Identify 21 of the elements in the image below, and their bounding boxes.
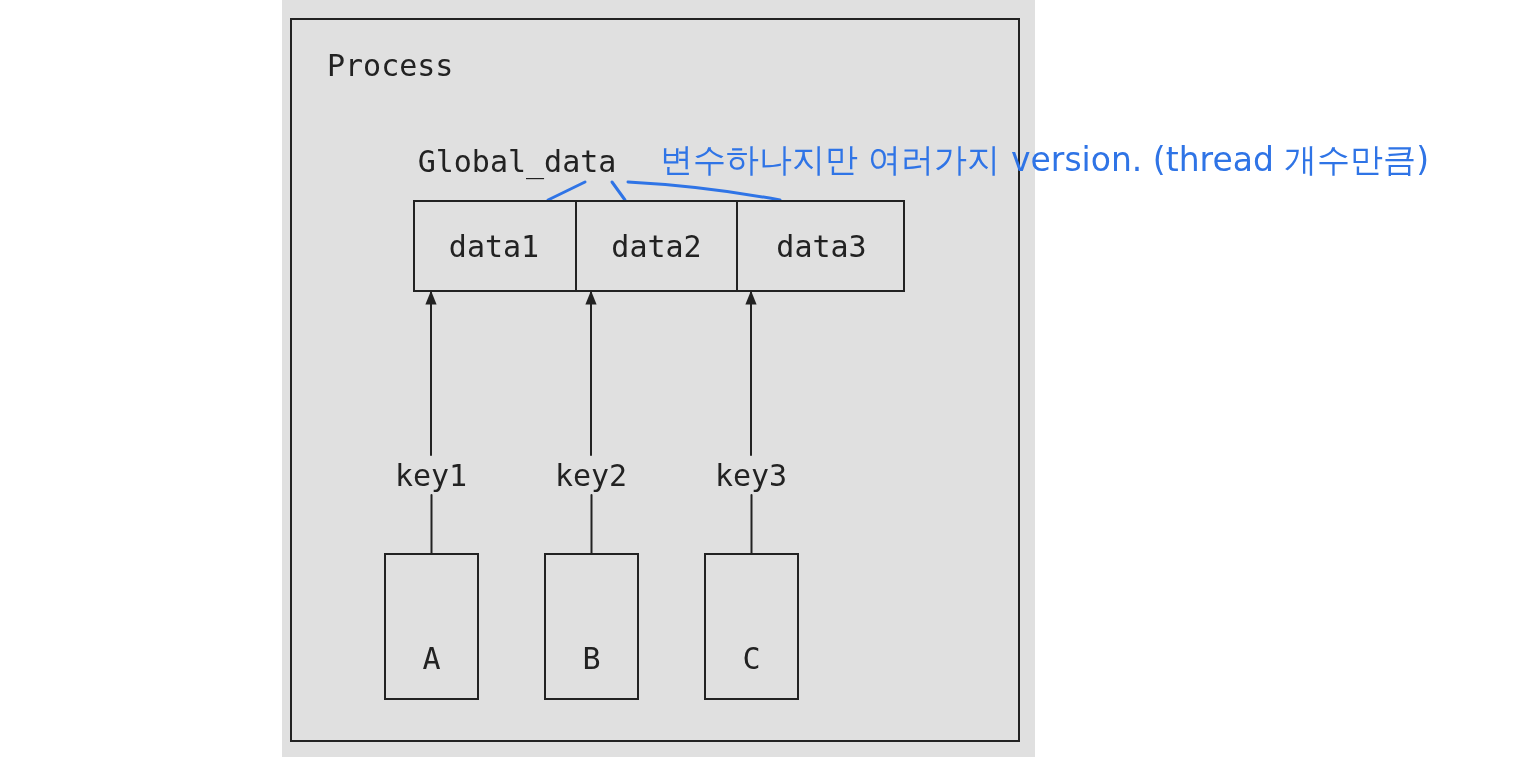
leader-line	[610, 180, 627, 202]
table-cell: data1	[413, 200, 577, 292]
table-cell: data2	[577, 200, 738, 292]
arrow	[585, 290, 597, 456]
key-label: key1	[386, 455, 476, 495]
leader-line	[626, 180, 782, 202]
connector-line	[430, 494, 433, 554]
thread-box: A	[384, 553, 479, 700]
connector-line	[590, 494, 593, 554]
connector-line	[750, 494, 753, 554]
data-table	[413, 200, 905, 292]
thread-box: C	[704, 553, 799, 700]
key-label: key3	[706, 455, 796, 495]
thread-box: B	[544, 553, 639, 700]
table-cell: data3	[738, 200, 905, 292]
leader-line	[546, 180, 587, 202]
arrow	[425, 290, 437, 456]
variable-name: Global_data	[398, 140, 636, 182]
arrow	[745, 290, 757, 456]
frame-title: Process	[327, 48, 454, 83]
key-label: key2	[546, 455, 636, 495]
